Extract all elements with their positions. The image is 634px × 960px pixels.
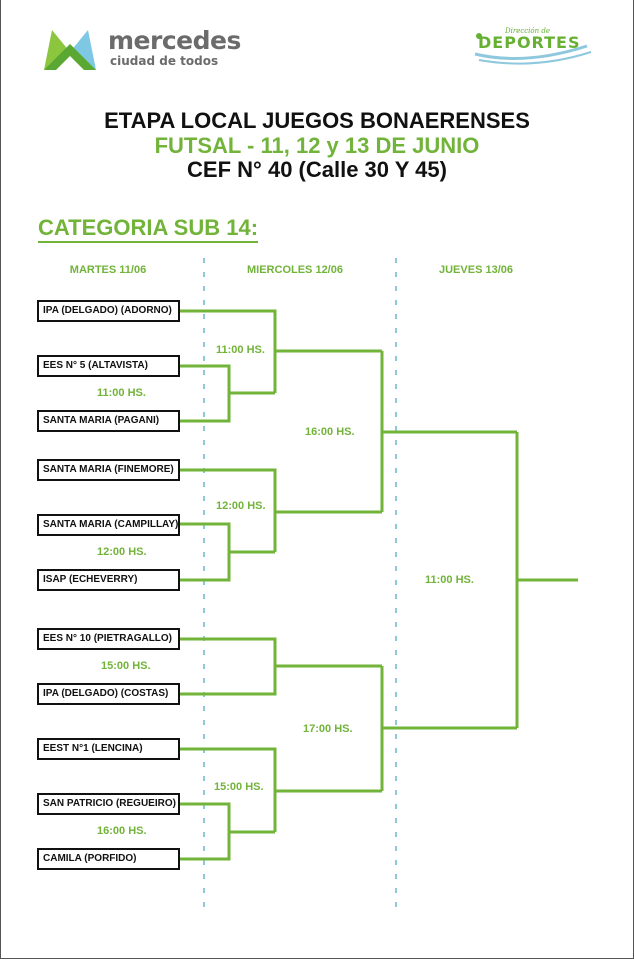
team-box: ISAP (ECHEVERRY) bbox=[37, 569, 180, 591]
match-time: 12:00 HS. bbox=[97, 546, 147, 558]
team-box: SANTA MARIA (FINEMORE) bbox=[37, 459, 180, 481]
mercedes-logo-icon bbox=[44, 30, 96, 70]
bracket-connector bbox=[180, 747, 277, 834]
bracket-connector bbox=[180, 309, 277, 395]
bracket-connector bbox=[180, 468, 277, 554]
final-match-time: 11:00 HS. bbox=[425, 574, 474, 586]
day-header-1: MARTES 11/06 bbox=[69, 264, 147, 276]
sports-logo-big-text: DEPORTES bbox=[478, 33, 581, 52]
brand-name: mercedes bbox=[108, 26, 241, 55]
match-time: 11:00 HS. bbox=[97, 387, 146, 399]
event-venue: CEF N° 40 (Calle 30 Y 45) bbox=[187, 157, 447, 182]
team-box: EES N° 10 (PIETRAGALLO) bbox=[37, 628, 180, 650]
match-time: 11:00 HS. bbox=[216, 344, 265, 356]
team-box: CAMILA (PORFIDO) bbox=[37, 848, 180, 870]
sports-logo-small-text: Dirección de bbox=[505, 27, 550, 35]
team-box: IPA (DELGADO) (COSTAS) bbox=[37, 683, 180, 705]
brand-tagline: ciudad de todos bbox=[110, 54, 219, 68]
bracket-connector bbox=[380, 666, 517, 791]
team-box: IPA (DELGADO) (ADORNO) bbox=[37, 300, 180, 322]
event-subtitle: FUTSAL - 11, 12 y 13 DE JUNIO bbox=[154, 133, 480, 158]
day-header-3: JUEVES 13/06 bbox=[439, 264, 513, 276]
team-box: EEST N°1 (LENCINA) bbox=[37, 738, 180, 760]
team-box: SANTA MARIA (CAMPILLAY) bbox=[37, 514, 180, 536]
team-box: SAN PATRICIO (REGUEIRO) bbox=[37, 793, 180, 815]
bracket-connector bbox=[380, 351, 517, 512]
team-box: SANTA MARIA (PAGANI) bbox=[37, 410, 180, 432]
match-time: 15:00 HS. bbox=[214, 781, 264, 793]
match-time: 16:00 HS. bbox=[305, 426, 355, 438]
category-heading: CATEGORIA SUB 14: bbox=[38, 216, 259, 243]
bracket-connector bbox=[515, 432, 578, 728]
match-time: 17:00 HS. bbox=[303, 723, 353, 735]
match-time: 15:00 HS. bbox=[101, 660, 151, 672]
event-title: ETAPA LOCAL JUEGOS BONAERENSES bbox=[104, 108, 530, 133]
day-header-2: MIERCOLES 12/06 bbox=[247, 264, 343, 276]
match-time: 16:00 HS. bbox=[97, 825, 147, 837]
bracket-connector bbox=[180, 637, 382, 696]
team-box: EES N° 5 (ALTAVISTA) bbox=[37, 355, 180, 377]
deportes-logo-icon bbox=[474, 33, 592, 65]
match-time: 12:00 HS. bbox=[216, 500, 266, 512]
